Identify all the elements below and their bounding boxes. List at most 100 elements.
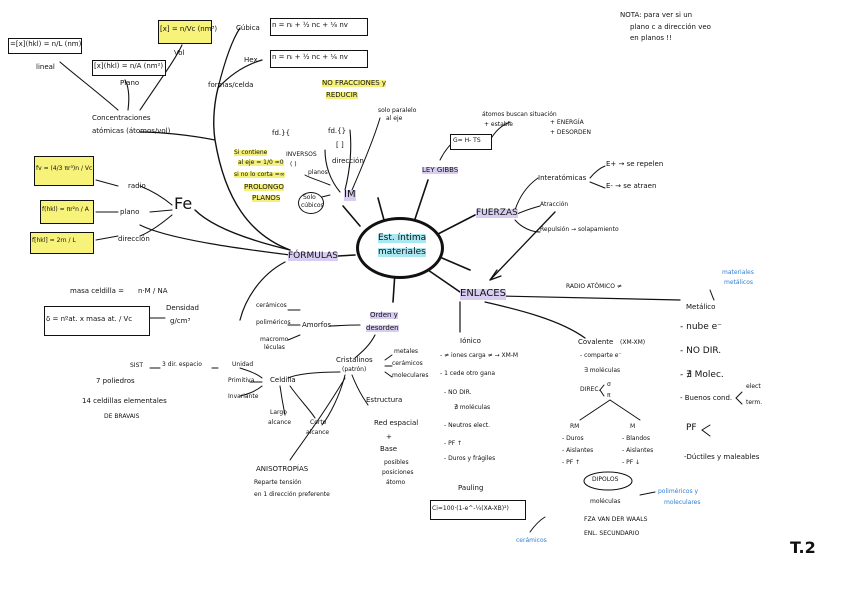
lineal-label: lineal [36,63,55,71]
vol-formula-box [158,20,212,44]
formulas-label: FÓRMULAS [288,251,338,262]
ceramicos-label: cerámicos [256,302,287,309]
atomicas-label: atómicas (átomos/vol) [92,127,171,135]
plus-label: + [386,433,392,441]
im-planos-label: planos [308,169,328,176]
e-plus-label: E+ → se repelen [606,160,664,168]
red-espacial-label: Red espacial [374,419,419,427]
covalente-l1: - comparte e⁻ [580,352,622,359]
fe-radio-label: radio [128,182,146,190]
orden-line2: desorden [366,324,399,333]
materiales-label: materiales [722,269,754,276]
cubicos-label: cúbicos [301,202,324,209]
siete-poliedros-label: 7 poliedros [96,377,135,385]
alcance2-label: alcance [306,429,330,436]
planos-caps-label: PLANOS [252,194,281,203]
densidad-units: g/cm³ [170,317,191,325]
covalente-l2: ∃ moléculas [584,367,621,374]
radio-atomico-label: RADIO ATÓMICO ≠ [566,283,622,290]
covalente-blandos: - Blandos [622,435,650,442]
polimeros-label: poliméricos [256,319,291,326]
formas-celda-label: formas/celda [208,81,254,89]
ionico-l2: - 1 cede otro gana [440,370,496,377]
covalente-pi: π [607,392,611,399]
metalico-pf: PF [686,423,697,433]
densidad-formula-box [44,306,150,336]
covalente-polimeros-label: poliméricos y [658,488,699,495]
gibbs-sub1: átomos buscan situación [482,111,557,118]
elect-label: elect [746,383,761,390]
solo-cubicos-oval [298,192,324,214]
covalente-sub: (XM-XM) [620,339,646,346]
si-contiene-label: Si contiene [234,149,268,157]
fdir-formula-box [30,232,94,254]
reducir-label: REDUCIR [326,91,358,100]
covalente-moleculares-label: moleculares [664,499,701,506]
atomo-label: átomo [386,479,406,486]
corto-label: Corto [310,419,327,426]
im-brackets-label: [ ] [336,141,344,149]
al-eje-label: al eje [386,115,403,122]
metalico-l2: - NO DIR. [680,346,722,356]
im-inversos-label: INVERSOS [286,151,317,158]
covalente-moleculas: moléculas [590,498,621,505]
prolongo-label: PROLONGO [244,183,284,192]
ionico-l1: - ≠ iones carga ≠ → XM-M [440,352,519,359]
center-node [356,217,444,279]
dipolos-label: DIPOLOS [592,476,619,483]
ionico-l3: - NO DIR. [444,389,472,396]
gibbs-sub4: + DESORDEN [550,129,591,136]
leculas-label: léculas [264,344,285,351]
covalente-pf-up: - PF ↑ [562,459,581,466]
covalente-aislantes2: - Aislantes [622,447,654,454]
lineal-formula: =[x](hkl) = n/L (nm) [10,40,82,48]
metalico-l5: -Dúctiles y maleables [684,453,760,461]
al-eje-0-label: al eje = 1/0 =0 [238,159,284,167]
patron-label: (patrón) [342,366,367,373]
pauling-formula-box [430,500,526,520]
note-line2: plano c a dirección veo [630,23,711,31]
alcance-label: alcance [268,419,292,426]
catorce-label: 14 celdillas elementales [82,397,167,405]
ionico-title: Iónico [460,337,481,345]
metalicos-label: metálicos [724,279,753,286]
fe-direccion-label: dirección [118,235,150,243]
metalico-l4: - Buenos cond. [680,394,733,402]
anisotropias-label: ANISOTROPÍAS [256,465,309,473]
enlaces-label: ENLACES [460,288,506,300]
plano-label: Plano [120,79,140,87]
en-una-direccion-label: en 1 dirección preferente [254,491,330,498]
concentraciones-label: Concentraciones [92,114,151,122]
tres-dir-label: 3 dir. espacio [162,361,202,368]
hex-formula: n = nᵢ + ½ nc + ⅙ nv [272,53,348,61]
metales-label: metales [394,348,419,355]
center-title-line1: Est. íntima [378,233,427,244]
cubica-formula: n = nᵢ + ½ nc + ⅛ nv [272,21,348,29]
gibbs-formula-box [450,134,492,150]
ley-gibbs-label: LEY GIBBS [422,166,459,175]
covalente-m: M [630,423,636,430]
vol-formula: [x] = n/Vc (nm³) [160,25,218,33]
gibbs-formula: G= H- TS [453,137,481,144]
largo-label: Largo [270,409,287,416]
term-label: term. [746,399,763,406]
van-der-waals-label: FZA VAN DER WAALS [584,516,648,523]
interatomicas-label: Interatómicas [538,174,587,182]
im-fd-label: fd.{} [328,127,347,135]
estructura-label: Estructura [366,396,403,404]
masa-celdilla-value: n·M / NA [138,287,168,295]
enl-secundario-label: ENL. SECUNDARIO [584,530,640,537]
ionico-l7: - Duros y frágiles [444,455,496,462]
moleculares-label: moleculares [392,372,429,379]
covalente-title: Covalente [578,338,614,346]
fe-label: Fe [174,194,193,213]
plano-formula: [x](hkl) = n/A (nm²) [94,62,164,70]
plano-formula-box [92,60,166,76]
metalico-title: Metálico [686,303,716,311]
im-direccion-label: dirección [332,157,364,165]
ionico-l5: - Neutros elect. [444,422,491,429]
posibles-label: posibles [384,459,409,466]
im-parens-label: ( ) [290,161,297,168]
cristalinos-label: Cristalinos [336,356,373,364]
